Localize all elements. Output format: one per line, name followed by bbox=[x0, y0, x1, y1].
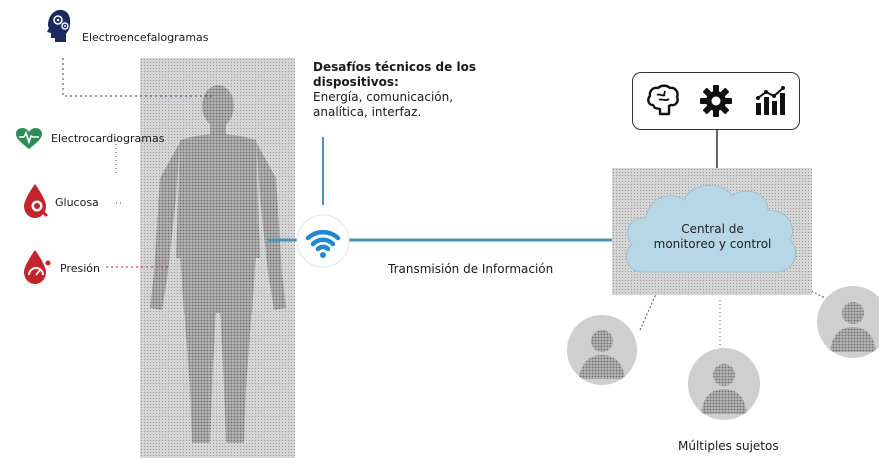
eeg-head-gears-icon bbox=[47, 9, 71, 42]
gear-icon bbox=[700, 85, 732, 117]
subject-avatar-right bbox=[817, 286, 879, 358]
subject-avatar-middle bbox=[688, 348, 760, 420]
person-icon bbox=[701, 364, 747, 414]
brain-icon bbox=[647, 84, 679, 116]
ecg-label: Electrocardiogramas bbox=[51, 132, 165, 145]
subject-right-connector bbox=[789, 279, 826, 299]
person-icon bbox=[579, 330, 625, 379]
human-silhouette bbox=[150, 85, 286, 443]
glucose-label: Glucosa bbox=[55, 196, 99, 209]
central-label: Central de monitoreo y control bbox=[653, 222, 772, 251]
challenges-body: Energía, comunicación, analítica, interf… bbox=[313, 90, 454, 119]
person-icon bbox=[830, 302, 876, 352]
transmission-label: Transmisión de Información bbox=[388, 262, 554, 276]
pressure-label: Presión bbox=[60, 262, 100, 275]
challenges-title: Desafíos técnicos de los dispositivos: bbox=[313, 60, 476, 89]
blood-drop-gauge-icon bbox=[24, 250, 51, 284]
subjects-label: Múltiples sujetos bbox=[678, 439, 779, 453]
central-icons-box bbox=[632, 72, 800, 130]
cloud-shape bbox=[626, 184, 797, 273]
bar-chart-icon bbox=[756, 86, 785, 115]
challenges-block: Desafíos técnicos de los dispositivos: E… bbox=[313, 60, 488, 120]
eeg-connector bbox=[62, 58, 215, 97]
wifi-icon bbox=[296, 214, 350, 268]
subject-avatar-left bbox=[567, 315, 637, 385]
heart-pulse-icon bbox=[16, 128, 42, 149]
eeg-label: Electroencefalogramas bbox=[82, 31, 209, 44]
blood-drop-magnifier-icon bbox=[24, 184, 49, 218]
